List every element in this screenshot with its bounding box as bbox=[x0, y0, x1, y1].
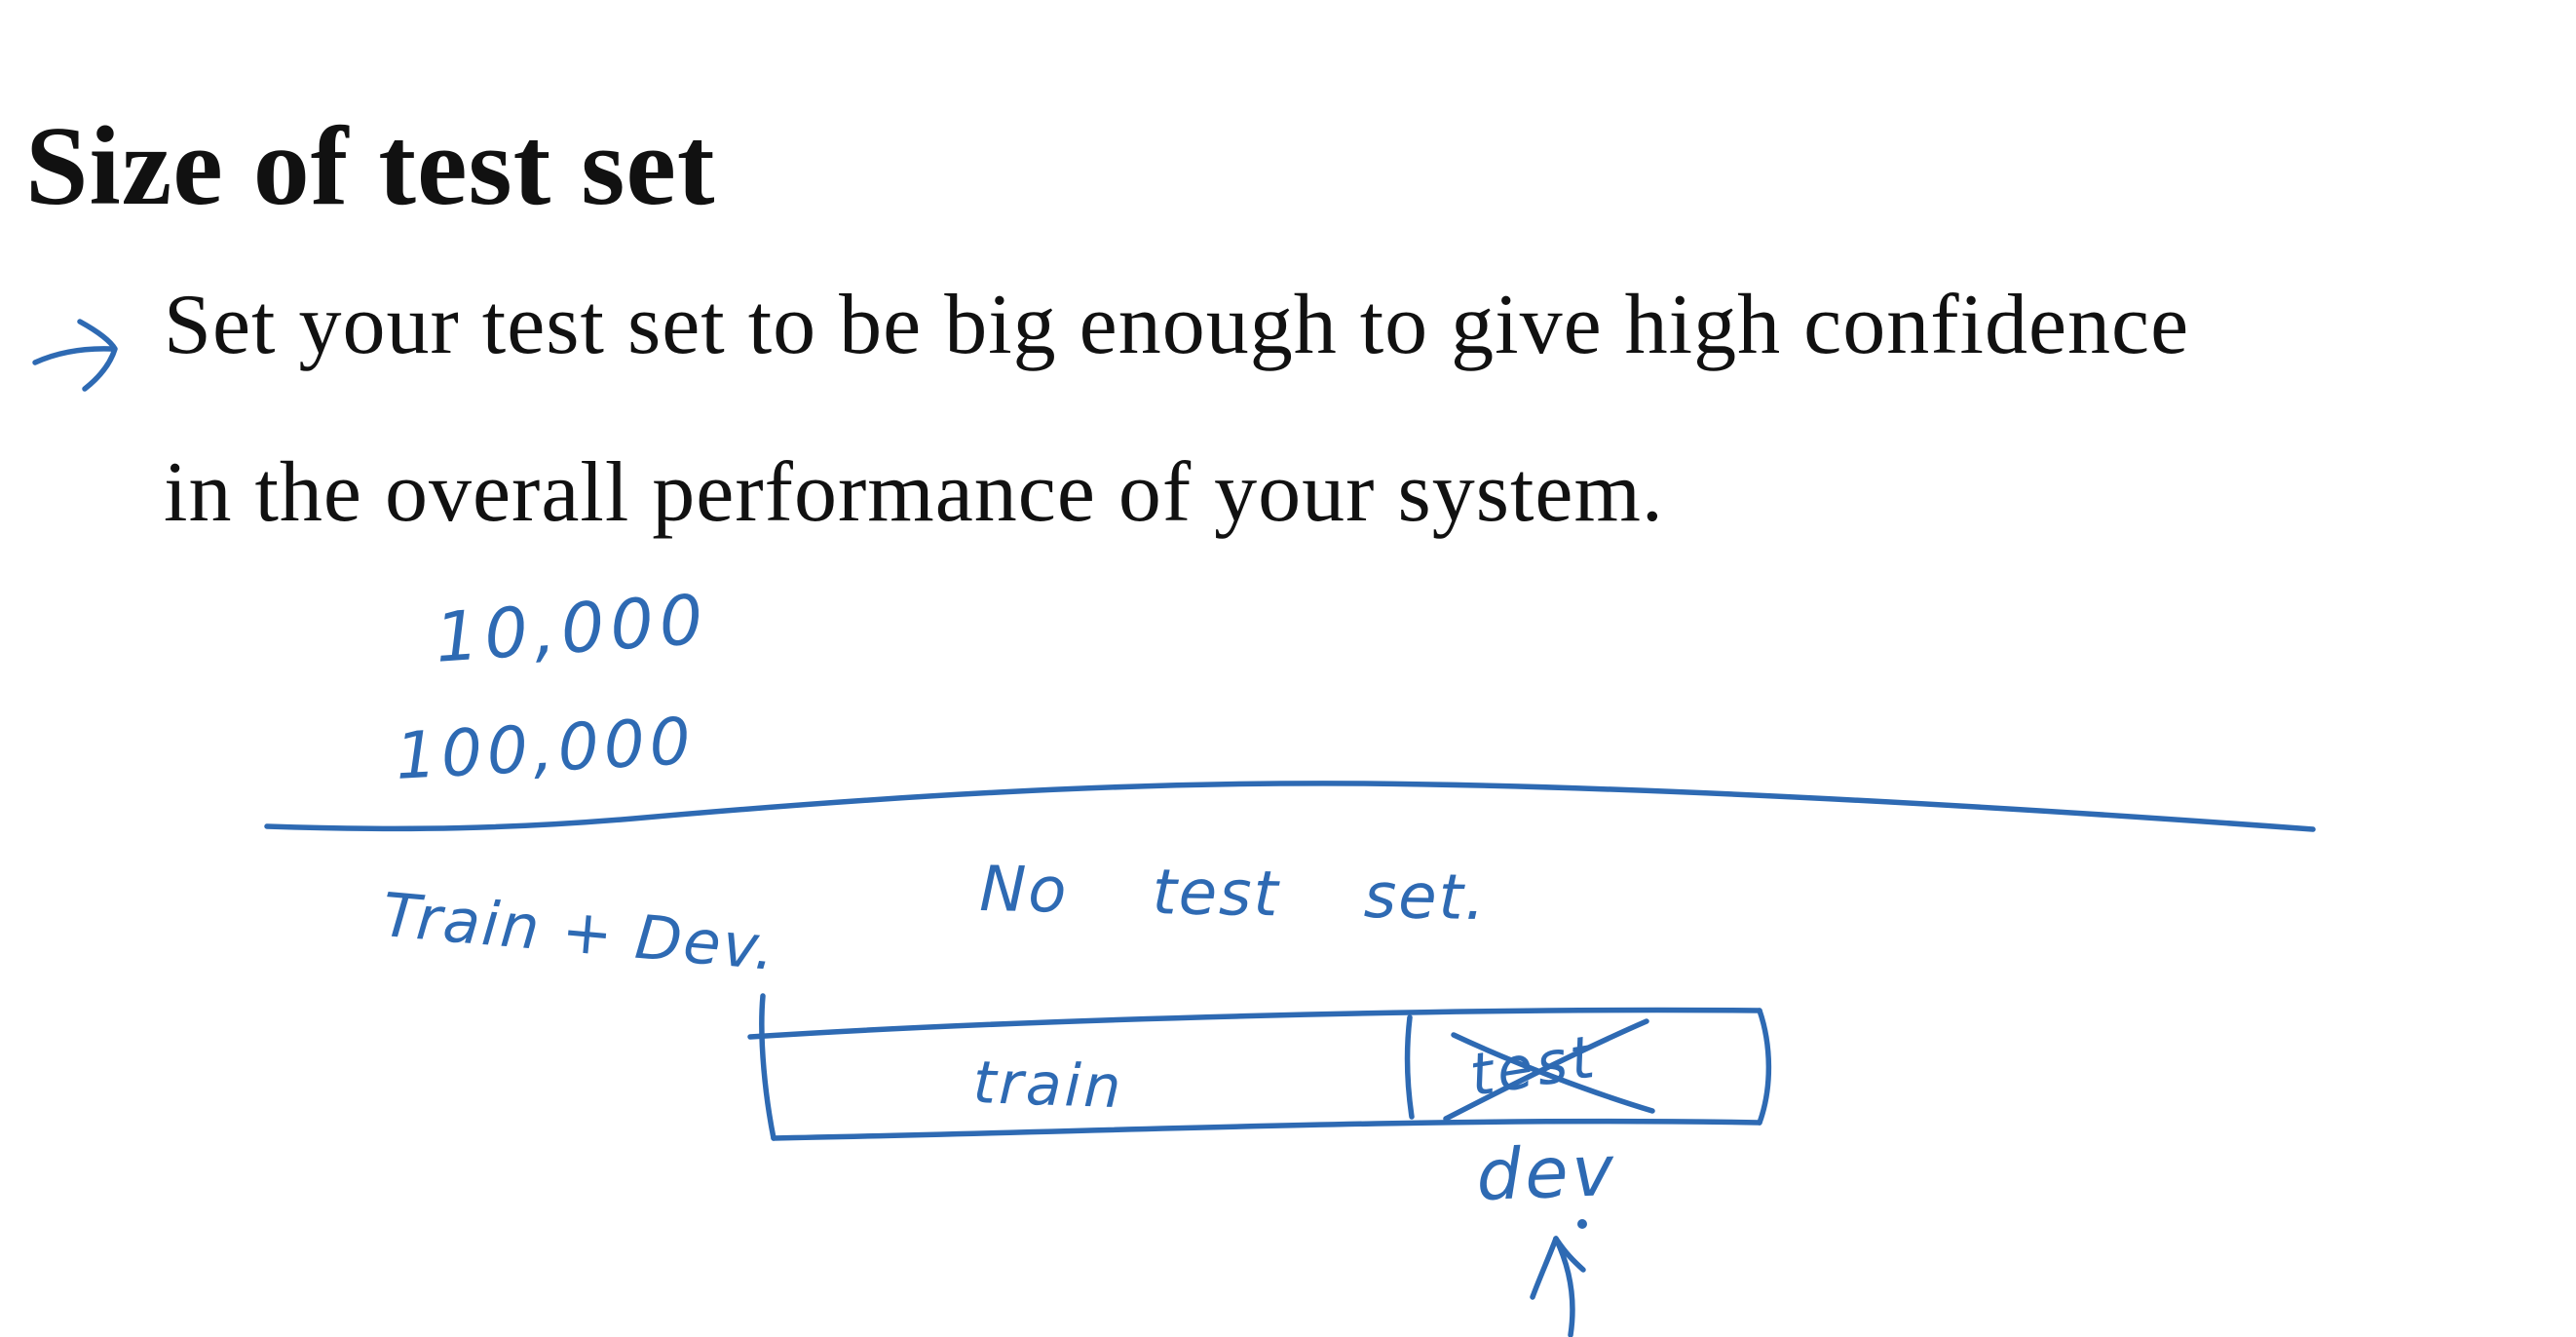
test-split-label-crossed-out: test bbox=[1465, 1022, 1603, 1111]
bullet-text-line-2: in the overall performance of your syste… bbox=[164, 445, 1664, 540]
bullet-arrow-icon bbox=[32, 319, 118, 392]
bullet-text-line-1: Set your test set to be big enough to gi… bbox=[164, 278, 2190, 372]
annotation-test-size-10000: 10,000 bbox=[433, 579, 711, 678]
annotation-no-test-set: No test set. bbox=[978, 854, 1488, 936]
page-title: Size of test set bbox=[25, 103, 716, 229]
box-left-edge bbox=[759, 993, 777, 1141]
separator-line-stroke bbox=[264, 781, 2316, 832]
box-divider-line bbox=[1404, 1014, 1415, 1120]
box-right-edge bbox=[1757, 1008, 1772, 1126]
annotation-test-size-100000: 100,000 bbox=[394, 703, 698, 794]
box-top-edge bbox=[747, 1007, 1762, 1040]
ink-dot bbox=[1577, 1219, 1587, 1229]
train-split-label: train bbox=[971, 1049, 1125, 1123]
dev-pointer-up-arrow-icon bbox=[1530, 1236, 1586, 1337]
annotation-train-plus-dev: Train + Dev. bbox=[379, 879, 780, 985]
dev-split-label: dev bbox=[1475, 1128, 1619, 1216]
train-test-box bbox=[747, 993, 1772, 1141]
